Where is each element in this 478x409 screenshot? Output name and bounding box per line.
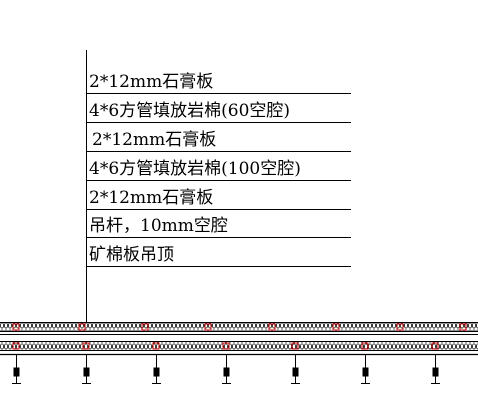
- layer-label-steel-tube-60: 4*6方管填放岩棉(60空腔): [87, 95, 351, 123]
- layer-label-hanger-rod: 吊杆，10mm空腔: [87, 210, 351, 238]
- fixing-mark: [141, 323, 149, 331]
- hanger-rod: [361, 355, 370, 384]
- fixing-mark: [222, 342, 230, 350]
- fixing-mark: [291, 342, 299, 350]
- fixing-mark: [12, 342, 20, 350]
- hanger-rod: [82, 355, 91, 384]
- upper-fixing-marks: [12, 323, 467, 331]
- layer-label-mineral-wool-ceiling: 矿棉板吊顶: [87, 239, 351, 267]
- fixing-mark: [78, 323, 86, 331]
- label-text: 2*12mm石膏板: [89, 188, 214, 208]
- fixing-mark: [431, 342, 439, 350]
- label-text: 2*12mm石膏板: [92, 130, 217, 150]
- layer-label-gypsum-lower: 2*12mm石膏板: [87, 182, 351, 210]
- lower-fixing-marks: [12, 342, 439, 350]
- fixing-mark: [204, 323, 212, 331]
- hanger-rod: [152, 355, 161, 384]
- fixing-mark: [332, 323, 340, 331]
- label-text: 吊杆，10mm空腔: [89, 216, 228, 236]
- fixing-mark: [459, 323, 467, 331]
- hanger-rods: [12, 355, 440, 384]
- hanger-rod: [12, 355, 21, 384]
- label-text: 4*6方管填放岩棉(100空腔): [89, 159, 301, 179]
- hanger-rod: [291, 355, 300, 384]
- fixing-mark: [396, 323, 404, 331]
- label-text: 4*6方管填放岩棉(60空腔): [89, 101, 291, 121]
- hanger-rod: [222, 355, 231, 384]
- layer-label-gypsum-top: 2*12mm石膏板: [87, 66, 351, 94]
- fixing-mark: [361, 342, 369, 350]
- upper-insulation-band: [0, 322, 478, 335]
- lower-insulation-band: [0, 341, 478, 356]
- leader-line: [86, 50, 87, 322]
- hanger-rod: [431, 355, 440, 384]
- fixing-mark: [12, 323, 20, 331]
- layer-label-steel-tube-100: 4*6方管填放岩棉(100空腔): [87, 153, 351, 181]
- fixing-mark: [82, 342, 90, 350]
- layer-label-gypsum-middle: 2*12mm石膏板: [87, 124, 351, 152]
- label-text: 2*12mm石膏板: [89, 72, 214, 92]
- fixing-mark: [152, 342, 160, 350]
- fixing-mark: [268, 323, 276, 331]
- label-text: 矿棉板吊顶: [89, 245, 174, 265]
